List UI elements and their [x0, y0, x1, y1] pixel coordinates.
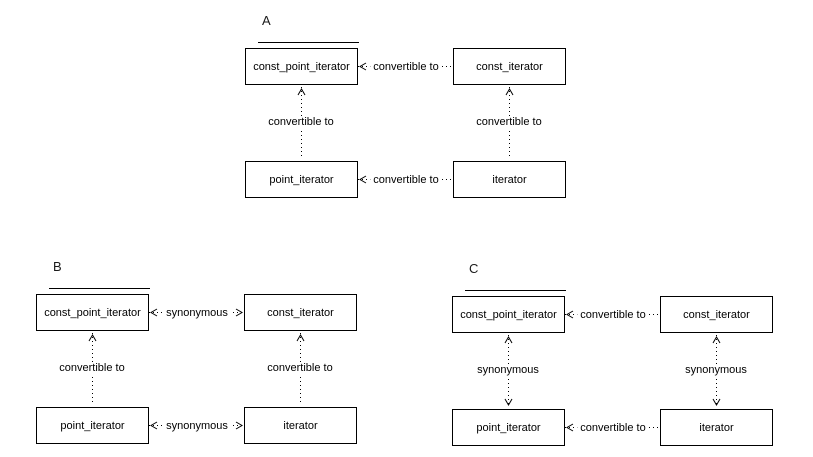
diagram-letter: C	[469, 261, 479, 276]
node-const-point-iterator: const_point_iterator	[245, 48, 358, 85]
arrowhead-left-icon	[150, 421, 159, 430]
node-iterator: iterator	[453, 161, 566, 198]
node-const-iterator: const_iterator	[453, 48, 566, 85]
edge-label-left: convertible to	[56, 362, 128, 374]
arrowhead-down-icon	[504, 398, 513, 407]
node-const-iterator: const_iterator	[660, 296, 773, 333]
node-point-iterator: point_iterator	[452, 409, 565, 446]
arrowhead-up-icon	[88, 334, 97, 343]
arrowhead-left-icon	[566, 423, 575, 432]
edge-label-bottom: convertible to	[577, 422, 649, 434]
arrowhead-left-icon	[566, 310, 575, 319]
diagram-letter: B	[53, 259, 62, 274]
diagram-b: B const_point_iterator const_iterator po…	[36, 259, 357, 444]
edge-label-top: synonymous	[163, 307, 231, 319]
node-const-iterator: const_iterator	[244, 294, 357, 331]
arrowhead-right-icon	[235, 308, 244, 317]
node-point-iterator: point_iterator	[36, 407, 149, 444]
edge-label-right: convertible to	[264, 362, 336, 374]
arrowhead-up-icon	[297, 88, 306, 97]
diagram-a: A const_point_iterator const_iterator po…	[245, 13, 566, 198]
edge-label-right: convertible to	[473, 116, 545, 128]
diagram-letter: A	[262, 13, 271, 28]
arrowhead-up-icon	[712, 336, 721, 345]
arrowhead-left-icon	[359, 62, 368, 71]
edge-label-right: synonymous	[682, 364, 750, 376]
arrowhead-up-icon	[505, 88, 514, 97]
edge-label-left: synonymous	[474, 364, 542, 376]
diagram-c: C const_point_iterator const_iterator po…	[452, 261, 773, 446]
arrowhead-left-icon	[359, 175, 368, 184]
arrowhead-up-icon	[504, 336, 513, 345]
edge-label-top: convertible to	[370, 61, 442, 73]
arrowhead-right-icon	[235, 421, 244, 430]
box-shadow-artifact	[49, 288, 150, 289]
node-point-iterator: point_iterator	[245, 161, 358, 198]
edge-label-top: convertible to	[577, 309, 649, 321]
node-const-point-iterator: const_point_iterator	[452, 296, 565, 333]
node-const-point-iterator: const_point_iterator	[36, 294, 149, 331]
box-shadow-artifact	[258, 42, 359, 43]
arrowhead-down-icon	[712, 398, 721, 407]
arrowhead-up-icon	[296, 334, 305, 343]
node-iterator: iterator	[244, 407, 357, 444]
edge-label-left: convertible to	[265, 116, 337, 128]
edge-label-bottom: convertible to	[370, 174, 442, 186]
box-shadow-artifact	[465, 290, 566, 291]
edge-label-bottom: synonymous	[163, 420, 231, 432]
arrowhead-left-icon	[150, 308, 159, 317]
node-iterator: iterator	[660, 409, 773, 446]
